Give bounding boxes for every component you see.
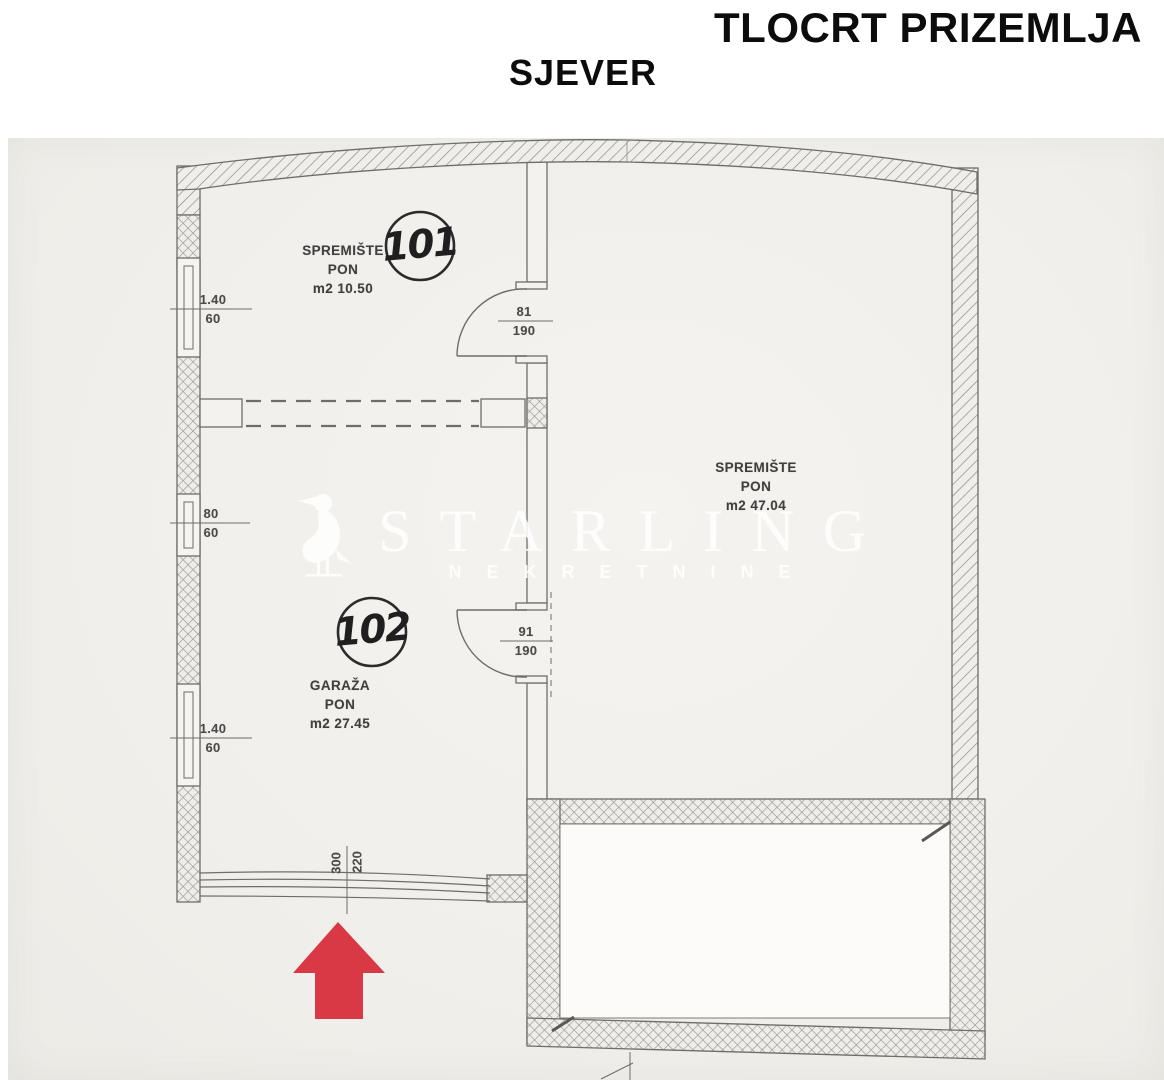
doors-group — [456, 288, 528, 678]
page-title: TLOCRT PRIZEMLJA — [714, 4, 1142, 51]
left-wall-windows — [176, 257, 201, 787]
room-101-area: m2 10.50 — [312, 281, 374, 296]
garage-door-lines — [199, 871, 491, 902]
room-102-label: GARAŽA PON m2 27.45 — [310, 676, 370, 733]
annex-interior-whiteout — [559, 823, 951, 1019]
top-exterior-wall — [176, 139, 978, 195]
dashed-beam-divider — [199, 398, 526, 428]
lower-annex-walls — [526, 798, 986, 1060]
garage-door-stub — [486, 874, 528, 903]
door-upper-swing-arc — [456, 288, 528, 357]
main-storage-usage: PON — [740, 479, 772, 494]
room-102-usage: PON — [324, 697, 356, 712]
right-exterior-wall — [951, 167, 979, 823]
main-storage-area: m2 47.04 — [725, 498, 787, 513]
room-102-circle — [336, 596, 408, 668]
north-orientation-label: SJEVER — [508, 52, 658, 93]
main-storage-label: SPREMIŠTE PON m2 47.04 — [715, 458, 797, 515]
room-102-name: GARAŽA — [309, 678, 371, 693]
dimension-lines — [170, 140, 634, 1080]
door-lower-swing-arc — [456, 609, 528, 678]
room-101-circle — [384, 210, 456, 282]
door-upper — [456, 288, 528, 357]
annex-diagonal-marks — [551, 820, 951, 1033]
window-lower-left — [176, 683, 201, 787]
door-lower — [456, 609, 528, 678]
dim-window-middle-left: 80 60 — [203, 506, 219, 540]
room-102-area: m2 27.45 — [309, 716, 371, 731]
window-upper-left — [176, 257, 201, 358]
walls-group — [176, 139, 986, 1060]
dim-garage-door-width: 300 — [328, 852, 344, 874]
room-101-number: 101 — [380, 219, 460, 271]
dim-window-upper-left: 1.40 60 — [199, 292, 227, 326]
dim-garage-door-height: 220 — [349, 851, 365, 873]
mid-horizontal-wall — [526, 798, 979, 825]
dim-window-lower-left: 1.40 60 — [199, 721, 227, 755]
entrance-arrow-icon — [293, 922, 385, 1019]
main-storage-name: SPREMIŠTE — [715, 460, 797, 475]
room-101-name: SPREMIŠTE — [302, 243, 384, 258]
window-middle-left — [176, 493, 201, 557]
center-partition-wall — [515, 159, 548, 802]
room-101-label: SPREMIŠTE PON m2 10.50 — [302, 241, 384, 298]
room-101-usage: PON — [327, 262, 359, 277]
room-102-number: 102 — [332, 604, 412, 656]
dim-door-upper: 81 190 — [512, 304, 536, 338]
dim-door-lower: 91 190 — [514, 624, 538, 658]
